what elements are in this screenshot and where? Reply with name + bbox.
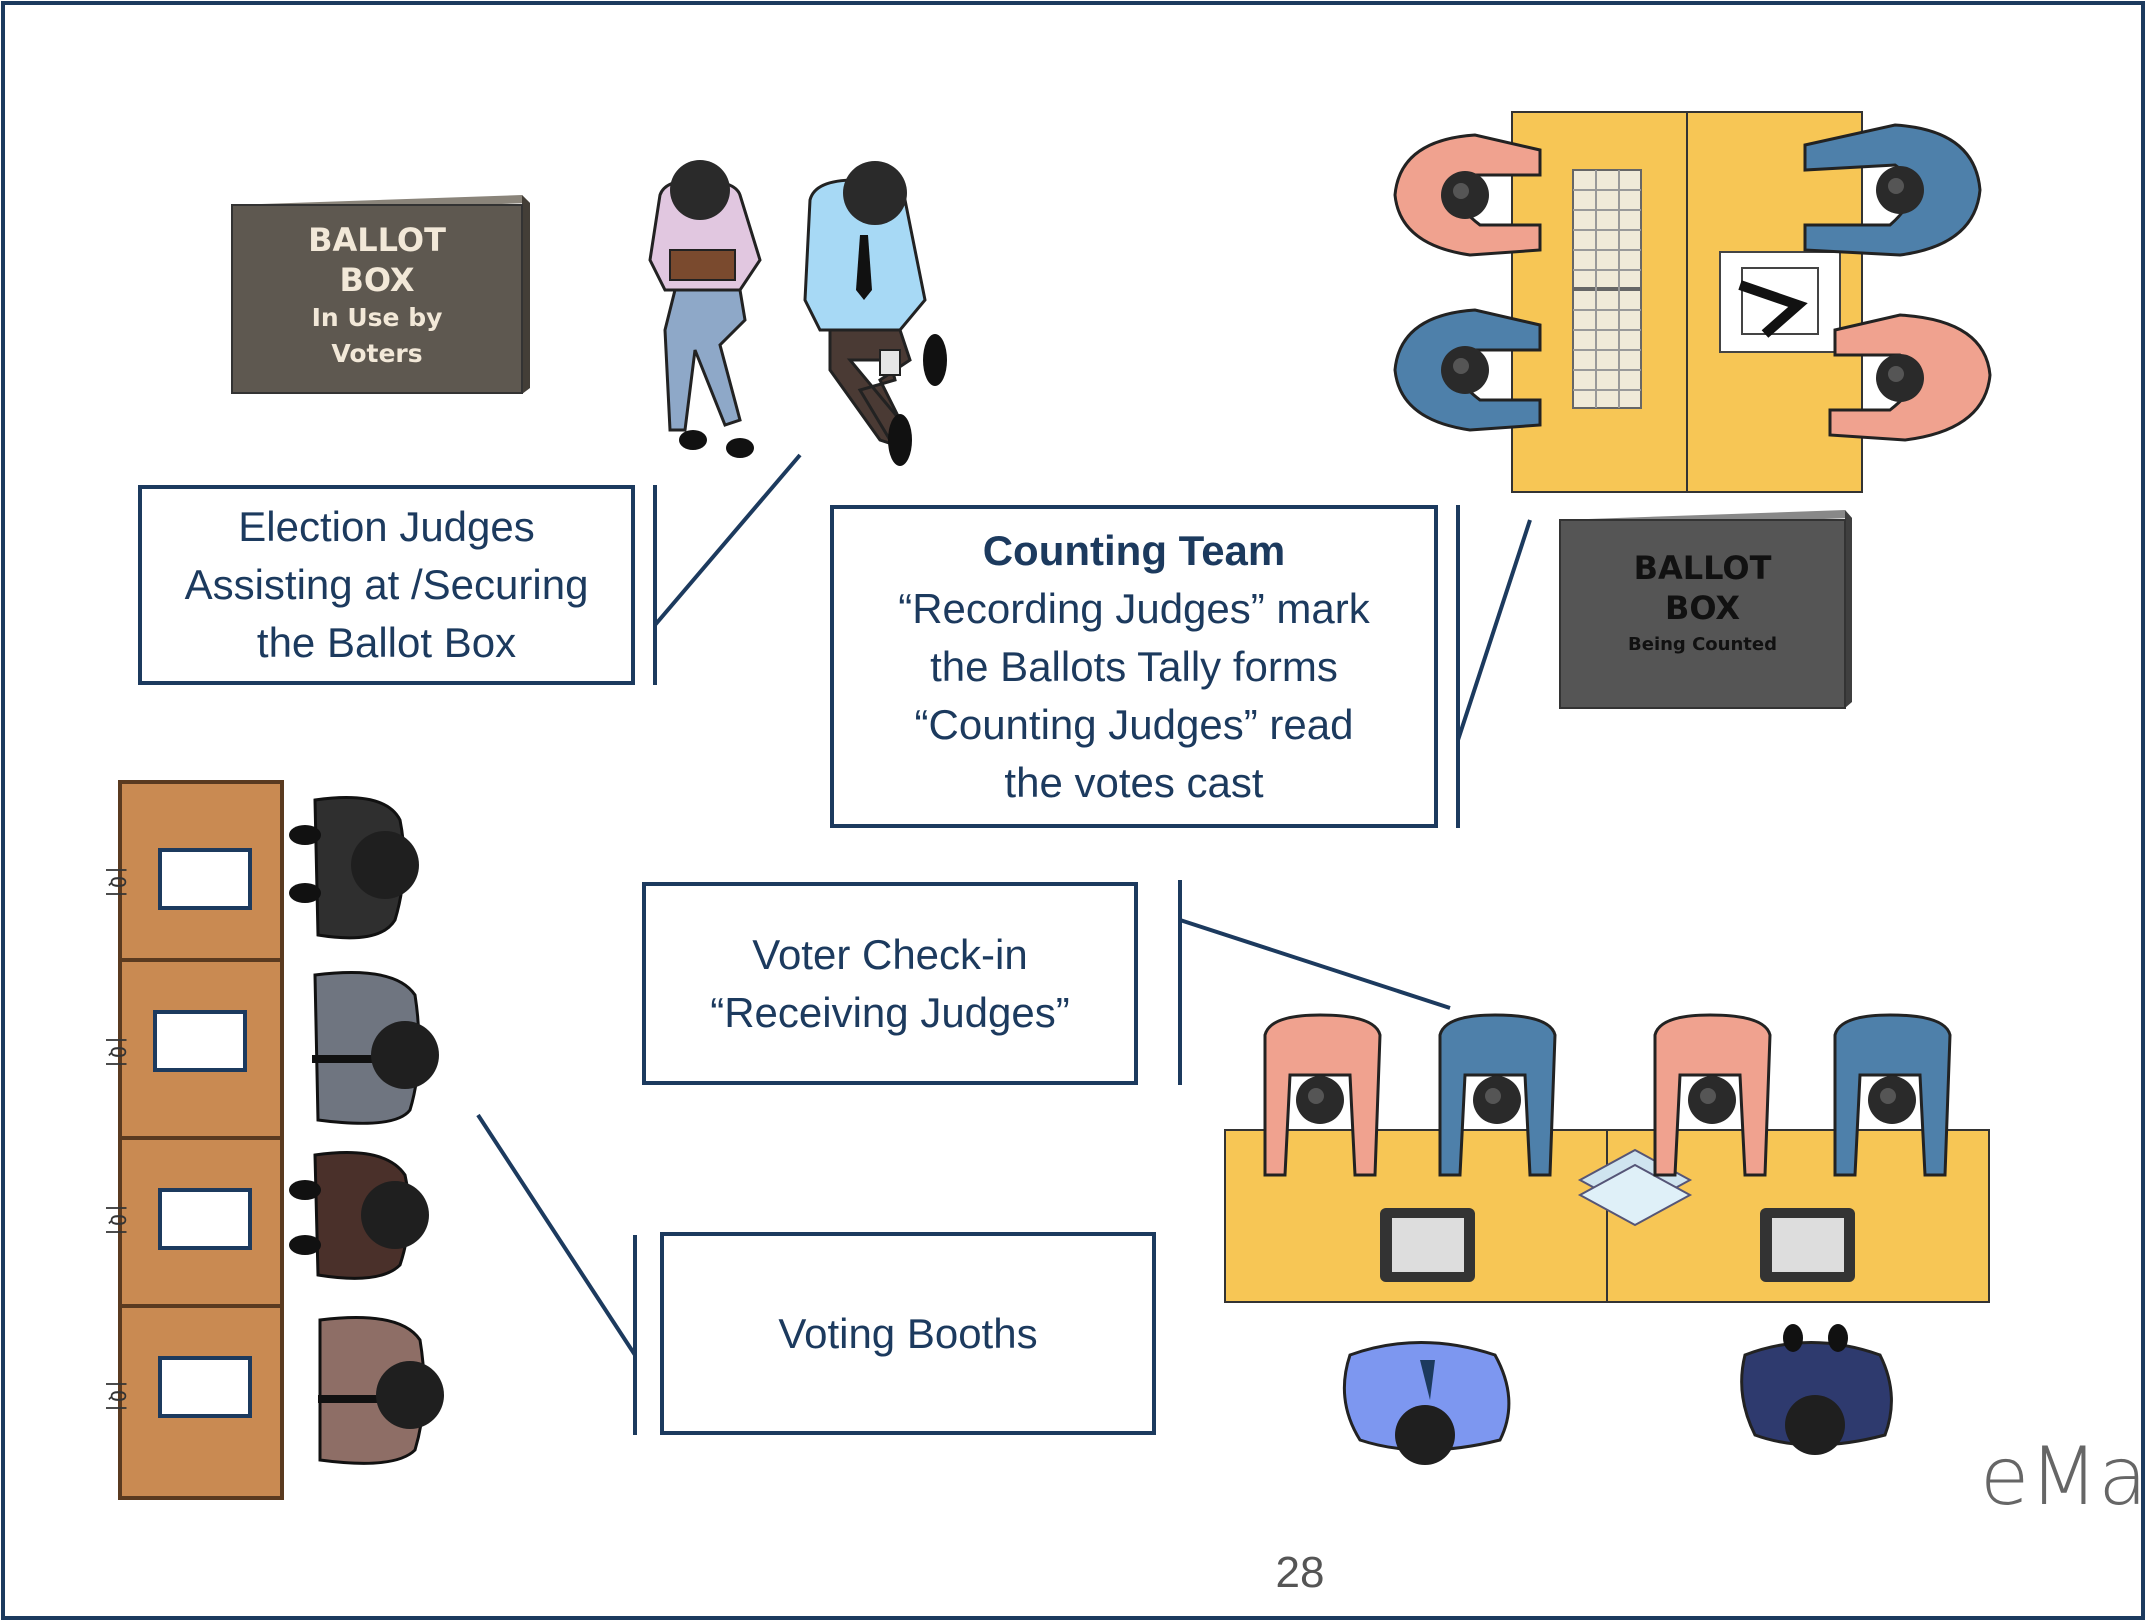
- page-number: 28: [1275, 1548, 1325, 1597]
- booth-marker: |Q|: [106, 1201, 131, 1239]
- receiving-judge-icon: [1833, 1013, 1952, 1177]
- booth-marker: |Q|: [106, 1377, 131, 1415]
- voter-icon: [318, 1316, 444, 1465]
- counting-team-line: “Counting Judges” read: [914, 700, 1354, 748]
- counting-judge-icon: [1393, 133, 1542, 257]
- ballot-box-voters-label: BALLOT BOX In Use by Voters: [232, 220, 522, 372]
- ballot-box-counted-label: BALLOT BOX Being Counted: [1560, 548, 1845, 662]
- receiving-judge-icon: [1653, 1013, 1772, 1177]
- tally-sheet-icon: [1572, 169, 1642, 409]
- ballot-box-counted-line2: BOX: [1664, 589, 1741, 627]
- booth-marker: |Q|: [106, 863, 131, 901]
- receiving-judge-icon: [1438, 1013, 1557, 1177]
- receiving-judge-icon: [1263, 1013, 1382, 1177]
- ballot-box-voters: [231, 195, 530, 394]
- voter-icon: [289, 796, 419, 940]
- callout-election-judges: Election Judges Assisting at /Securing t…: [138, 485, 635, 685]
- ballot-box-voters-line1: BALLOT: [308, 221, 446, 259]
- ballot-box-voters-line3: In Use by: [311, 303, 443, 332]
- tablet-icon: [1380, 1208, 1475, 1282]
- counting-team-line: the Ballots Tally forms: [930, 642, 1338, 690]
- papers-icon: [1577, 1148, 1693, 1227]
- voter-icon: [312, 971, 439, 1125]
- counting-judge-icon: [1803, 123, 1982, 257]
- voter-checkin-line: Voter Check-in: [752, 930, 1028, 978]
- booth-marker: |Q|: [106, 1033, 131, 1071]
- election-judge-woman-icon: [648, 160, 762, 458]
- counting-team-line: “Recording Judges” mark: [898, 584, 1370, 632]
- ballot-box-counted-line3: Being Counted: [1628, 634, 1777, 655]
- election-judges-line: the Ballot Box: [256, 619, 517, 666]
- tablet-icon: [1760, 1208, 1855, 1282]
- checkin-table: [1224, 1129, 1990, 1303]
- ballot-box-voters-line4: Voters: [331, 339, 423, 368]
- election-judge-man-icon: [803, 161, 947, 466]
- callout-counting-team: Counting Team “Recording Judges” mark th…: [830, 505, 1438, 828]
- election-judges-line: Assisting at /Securing: [184, 561, 589, 608]
- ballot-checkmark-icon: [1719, 251, 1841, 353]
- voter-icon: [289, 1151, 429, 1280]
- voting-booths-label: Voting Booths: [778, 1309, 1038, 1357]
- election-judges-line: Election Judges: [238, 503, 535, 550]
- connector-lines: [476, 453, 1532, 1435]
- voter-checkin-line: “Receiving Judges”: [710, 988, 1070, 1036]
- ballot-box-counted: [1559, 510, 1852, 709]
- voting-booths: [118, 780, 284, 1500]
- callout-voting-booths: Voting Booths: [660, 1232, 1156, 1435]
- counting-judge-icon: [1828, 313, 1992, 442]
- ballot-box-counted-line1: BALLOT: [1633, 549, 1772, 587]
- ballot-box-voters-line2: BOX: [339, 261, 415, 299]
- counting-team-line: the votes cast: [1004, 758, 1264, 806]
- voter-icon: [1740, 1324, 1893, 1455]
- counting-judge-icon: [1393, 308, 1542, 432]
- callout-voter-checkin: Voter Check-in “Receiving Judges”: [642, 882, 1138, 1085]
- brand-fragment: eMa: [1980, 1430, 2146, 1523]
- voter-icon: [1342, 1341, 1511, 1465]
- counting-team-title: Counting Team: [982, 526, 1286, 574]
